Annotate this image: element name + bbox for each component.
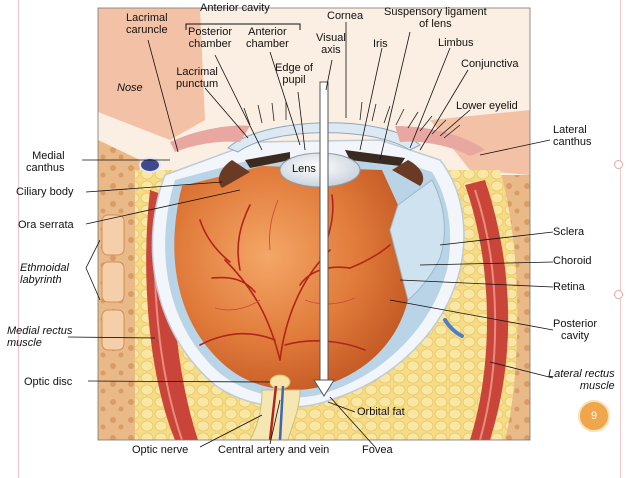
label-anterior-cavity: Anterior cavity <box>200 2 270 14</box>
label-choroid: Choroid <box>553 255 592 267</box>
label-optic-nerve: Optic nerve <box>132 444 189 456</box>
label-suspensory-ligament: Suspensory ligament of lens <box>384 6 487 30</box>
lacrimal-sac <box>139 157 161 173</box>
label-lacrimal-punctum: Lacrimal punctum <box>176 66 219 90</box>
eyelashes <box>243 101 461 139</box>
label-orbital-fat: Orbital fat <box>357 406 405 418</box>
label-optic-disc: Optic disc <box>24 376 73 388</box>
label-ora-serrata: Ora serrata <box>18 219 74 231</box>
label-cornea: Cornea <box>327 10 364 22</box>
page-number-badge: 9 <box>578 400 610 432</box>
label-medial-canthus: Medial canthus <box>26 150 65 174</box>
label-visual-axis: Visual axis <box>316 32 346 56</box>
iris-lateral <box>345 150 405 166</box>
label-fovea: Fovea <box>362 444 393 456</box>
label-lateral-rectus: Lateral rectus muscle <box>548 368 615 392</box>
leader-lines <box>67 22 554 448</box>
label-ethmoidal-labyrinth: Ethmoidal labyrinth <box>20 262 69 286</box>
label-medial-rectus: Medial rectus muscle <box>7 325 73 349</box>
medial-eyelid <box>170 125 250 152</box>
label-ciliary-body: Ciliary body <box>16 186 74 198</box>
frame-dot <box>614 160 623 169</box>
label-limbus: Limbus <box>438 37 474 49</box>
label-posterior-chamber: Posterior chamber <box>188 26 233 50</box>
label-lower-eyelid: Lower eyelid <box>456 100 518 112</box>
label-nose: Nose <box>117 82 143 94</box>
label-iris: Iris <box>373 38 388 50</box>
label-edge-of-pupil: Edge of pupil <box>275 62 313 86</box>
optic-disc <box>269 374 291 390</box>
label-retina: Retina <box>553 281 585 293</box>
lower-eyelid <box>395 126 485 156</box>
lateral-bone <box>495 175 530 440</box>
nose-skin <box>98 8 205 140</box>
frame-dot <box>614 290 623 299</box>
label-lens: Lens <box>292 163 316 175</box>
frame-line-left <box>18 0 19 478</box>
lateral-rectus <box>465 180 509 440</box>
label-conjunctiva: Conjunctiva <box>461 58 519 70</box>
visual-axis-arrow <box>313 81 335 397</box>
frame-line-right <box>620 0 621 478</box>
lateral-skin <box>430 110 530 175</box>
label-posterior-cavity: Posterior cavity <box>553 318 598 342</box>
ciliary-body <box>218 160 250 188</box>
label-sclera: Sclera <box>553 226 585 238</box>
label-central-artery-vein: Central artery and vein <box>218 444 330 456</box>
label-anterior-chamber: Anterior chamber <box>246 26 289 50</box>
label-lateral-canthus: Lateral canthus <box>553 124 592 148</box>
cornea <box>227 122 421 153</box>
label-lacrimal-caruncle: Lacrimal caruncle <box>126 12 168 36</box>
iris-medial <box>245 152 290 168</box>
